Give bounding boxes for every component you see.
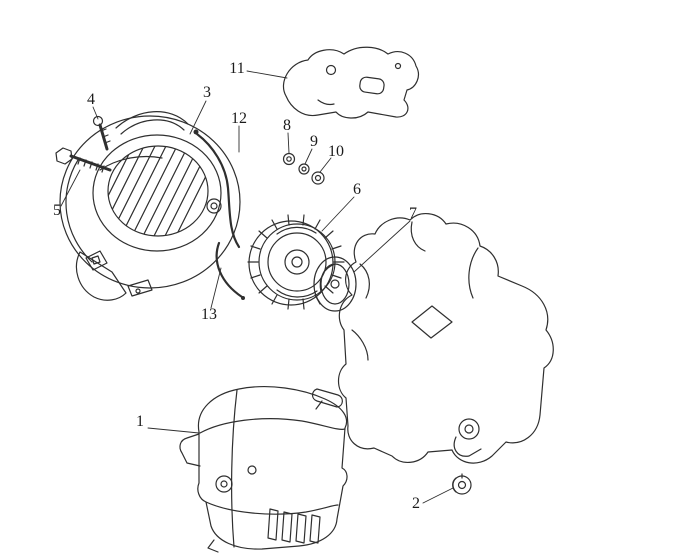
part-5-bolt [55, 147, 112, 173]
part-12-wire [193, 129, 241, 249]
callout-label-10: 10 [328, 143, 344, 160]
vent-slats [108, 146, 208, 236]
callout-label-13: 13 [201, 306, 217, 323]
callout-label-2: 2 [412, 495, 420, 512]
part-6-flywheel [247, 214, 345, 310]
callout-label-1: 1 [136, 413, 144, 430]
callout-label-8: 8 [283, 117, 291, 134]
flywheel-fins [247, 214, 345, 310]
callout-label-5: 5 [53, 202, 61, 219]
callout-label-11: 11 [229, 60, 244, 77]
part-4-screw [92, 115, 111, 151]
part-11-gasket [282, 46, 419, 119]
part-1-starter-housing [179, 386, 348, 553]
callout-label-6: 6 [353, 181, 361, 198]
callout-label-4: 4 [87, 91, 95, 108]
part-2-grommet [452, 473, 472, 495]
part-9-washer [298, 163, 310, 175]
part-10-nut [311, 171, 325, 185]
callout-label-9: 9 [310, 133, 318, 150]
callout-label-7: 7 [409, 205, 417, 222]
part-7-starter-pulley [313, 256, 357, 312]
callout-label-12: 12 [231, 110, 247, 127]
part-13-wire [215, 241, 245, 300]
leader-lines [60, 70, 454, 504]
part-3-fan-housing [59, 111, 241, 301]
callout-label-3: 3 [203, 84, 211, 101]
callout-labels: 1 2 3 4 5 6 7 8 9 10 11 12 13 [53, 60, 420, 512]
engine-crankcase [337, 213, 554, 464]
part-8-washer [282, 152, 296, 166]
